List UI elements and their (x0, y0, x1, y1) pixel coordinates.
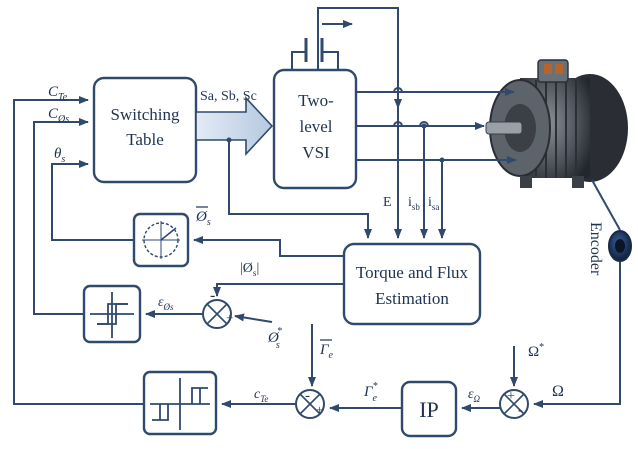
flux-error-label: εØs (158, 295, 174, 312)
isa-label: isa (428, 195, 439, 212)
flux-magnitude-label: |Øs| (240, 261, 259, 278)
encoder-label: Encoder (587, 222, 604, 276)
torque-sum-minus: - (305, 388, 310, 404)
flux-reference-label: Ø*s (267, 326, 282, 351)
estimation-label-2: Estimation (375, 289, 449, 308)
speed-sum-plus: + (507, 389, 515, 404)
encoder-icon (608, 230, 632, 262)
vsi-label-3: VSI (302, 143, 330, 162)
induction-motor-image (485, 59, 628, 188)
speed-feedback-label: Ω (552, 383, 564, 400)
ip-label: IP (419, 397, 439, 422)
isb-label: isb (408, 195, 420, 212)
vsi-label-2: level (299, 117, 332, 136)
torque-estimate-label: Γe (319, 342, 334, 361)
switching-signal-arrow (195, 95, 274, 157)
theta-label: θs (54, 146, 65, 165)
speed-sum-junction (499, 389, 529, 419)
flux-vector-line (193, 236, 344, 257)
torque-sum-plus: + (316, 402, 323, 417)
switch-state-to-estimator-line (228, 140, 372, 239)
speed-reference-label: Ω* (528, 342, 544, 360)
c-te-line (13, 96, 144, 405)
polar-plot-icon (142, 221, 180, 259)
speed-feedback-line (534, 179, 621, 404)
switching-table-label-1: Switching (111, 105, 180, 124)
flux-magnitude-line (213, 283, 344, 297)
torque-flux-estimation-block (342, 242, 482, 326)
c-phis-label: CØs (48, 106, 69, 125)
torque-sum-junction (295, 389, 325, 419)
c-phis-line (33, 118, 89, 315)
vsi-label-1: Two- (298, 91, 334, 110)
vsi-block (272, 68, 358, 190)
dc-voltage-label: E (383, 195, 392, 210)
flux-sum-minus: - (210, 287, 215, 304)
c-te-label: CTe (48, 84, 68, 103)
torque-error-label: cTe (254, 387, 268, 404)
sa-sb-sc-label: Sa, Sb, Sc (200, 89, 257, 104)
two-level-hysteresis-icon (90, 292, 134, 338)
three-level-hysteresis-icon (150, 378, 210, 430)
theta-line (51, 160, 134, 241)
estimation-label-1: Torque and Flux (356, 263, 469, 282)
dc-capacitor (291, 7, 402, 109)
switching-table-label-2: Table (126, 130, 164, 149)
torque-reference-label: Γ*e (363, 381, 378, 404)
flux-ref-line (234, 313, 273, 323)
speed-error-label: εΩ (468, 387, 481, 404)
speed-sum-minus: - (518, 403, 523, 418)
flux-vector-label: Øs (195, 209, 211, 228)
flux-sum-plus: + (226, 310, 233, 325)
